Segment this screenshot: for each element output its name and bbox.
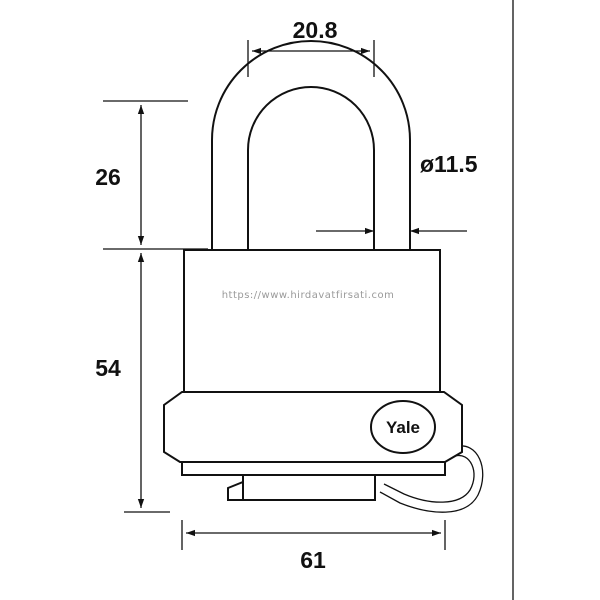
dimension-shackle-inner-width: 20.8 [247,17,375,77]
padlock-shackle [211,40,411,251]
padlock-body [183,249,441,393]
dimension-label-61: 61 [300,547,326,573]
yale-logo-text: Yale [386,418,420,437]
dimension-shackle-clearance: 26 [95,100,208,250]
dimension-label-26: 26 [95,164,121,190]
dimension-body-height: 54 [95,253,170,513]
dimension-label-diameter: ø11.5 [420,151,478,177]
dimension-shackle-diameter: ø11.5 [316,151,478,235]
watermark-url: https://www.hirdavatfirsati.com [222,290,395,301]
dimension-body-width: 61 [181,520,446,573]
yale-logo: Yale [370,400,436,454]
dimension-label-54: 54 [95,355,121,381]
dimension-label-20-8: 20.8 [293,17,338,43]
padlock-cable-loop [379,445,484,513]
